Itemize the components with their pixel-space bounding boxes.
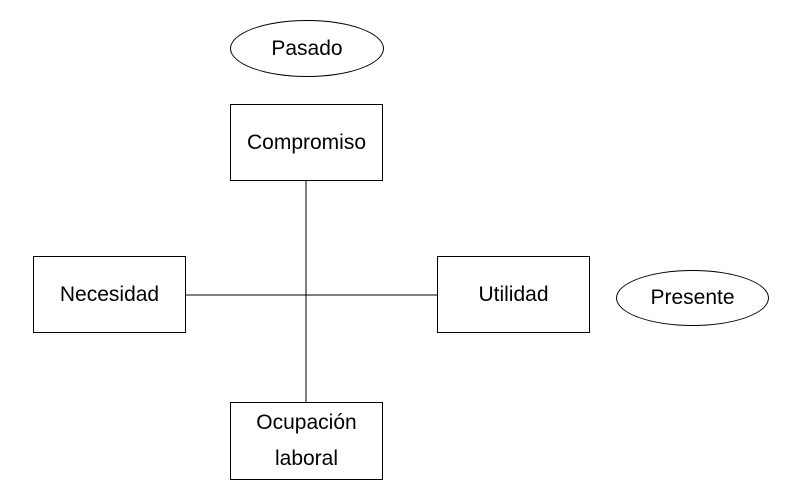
ocupacion-label-line1: Ocupación — [256, 411, 357, 434]
box-necesidad: Necesidad — [33, 256, 186, 333]
pasado-label: Pasado — [271, 36, 343, 60]
box-ocupacion-laboral: Ocupación laboral — [230, 402, 383, 480]
utilidad-label: Utilidad — [478, 282, 549, 306]
ellipse-presente: Presente — [616, 270, 769, 326]
necesidad-label: Necesidad — [59, 282, 160, 306]
ocupacion-label-group: Ocupación laboral — [256, 405, 356, 477]
ocupacion-label-line2: laboral — [274, 447, 339, 470]
ellipse-pasado: Pasado — [230, 20, 384, 77]
box-utilidad: Utilidad — [437, 256, 590, 333]
box-compromiso: Compromiso — [230, 104, 383, 181]
compromiso-label: Compromiso — [246, 130, 367, 154]
presente-label: Presente — [650, 286, 735, 309]
